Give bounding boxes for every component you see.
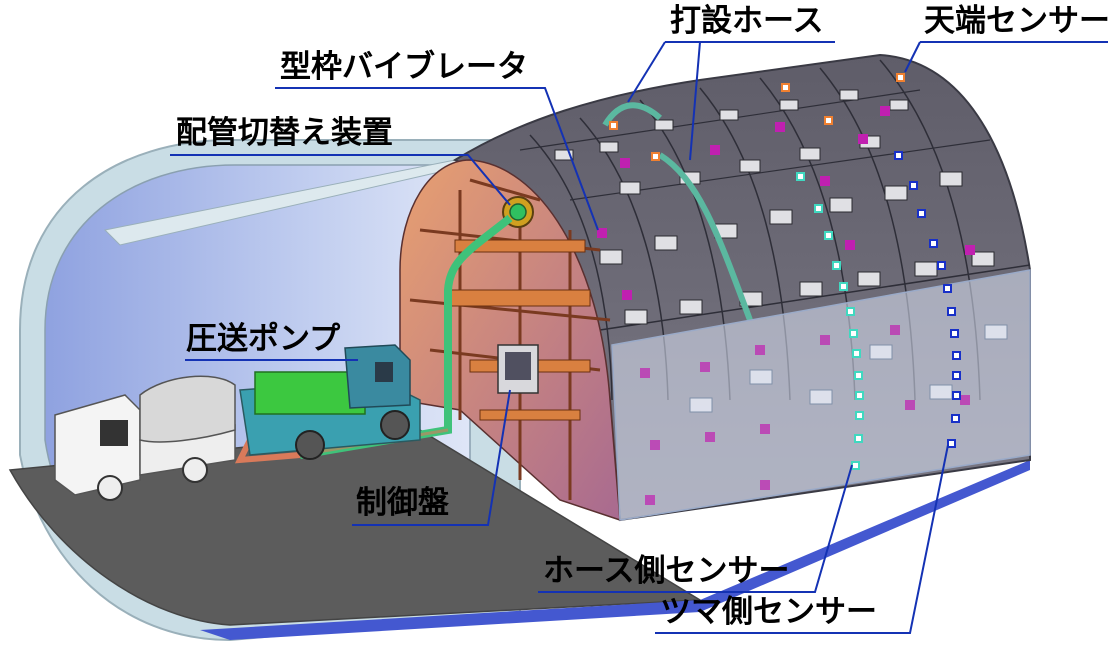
transparent-lining: [611, 269, 1031, 521]
pump-truck: [239, 344, 421, 460]
crown-sensors: [609, 73, 905, 161]
formwork-vibrator-label: 型枠バイブレータ: [280, 49, 528, 85]
pump-label: 圧送ポンプ: [186, 321, 341, 357]
hose-side-sensors: [796, 172, 864, 470]
hose-side-sensor-label: ホース側センサー: [543, 553, 790, 589]
pipe-switch-device-label: 配管切替え装置: [176, 115, 393, 151]
control-panel-label: 制御盤: [356, 485, 449, 521]
end-side-sensors: [894, 151, 961, 448]
leader-lines: [170, 41, 1108, 634]
inner-gantry: [399, 159, 621, 522]
crown-sensor-label: 天端センサー: [924, 3, 1110, 39]
casting-hose-label: 打設ホース: [670, 3, 824, 39]
mixer-truck: [54, 375, 236, 501]
end-side-sensor-label: ツマ側センサー: [660, 594, 877, 630]
casting-hoses: [602, 102, 753, 322]
tunnel-shell: [8, 139, 1030, 642]
